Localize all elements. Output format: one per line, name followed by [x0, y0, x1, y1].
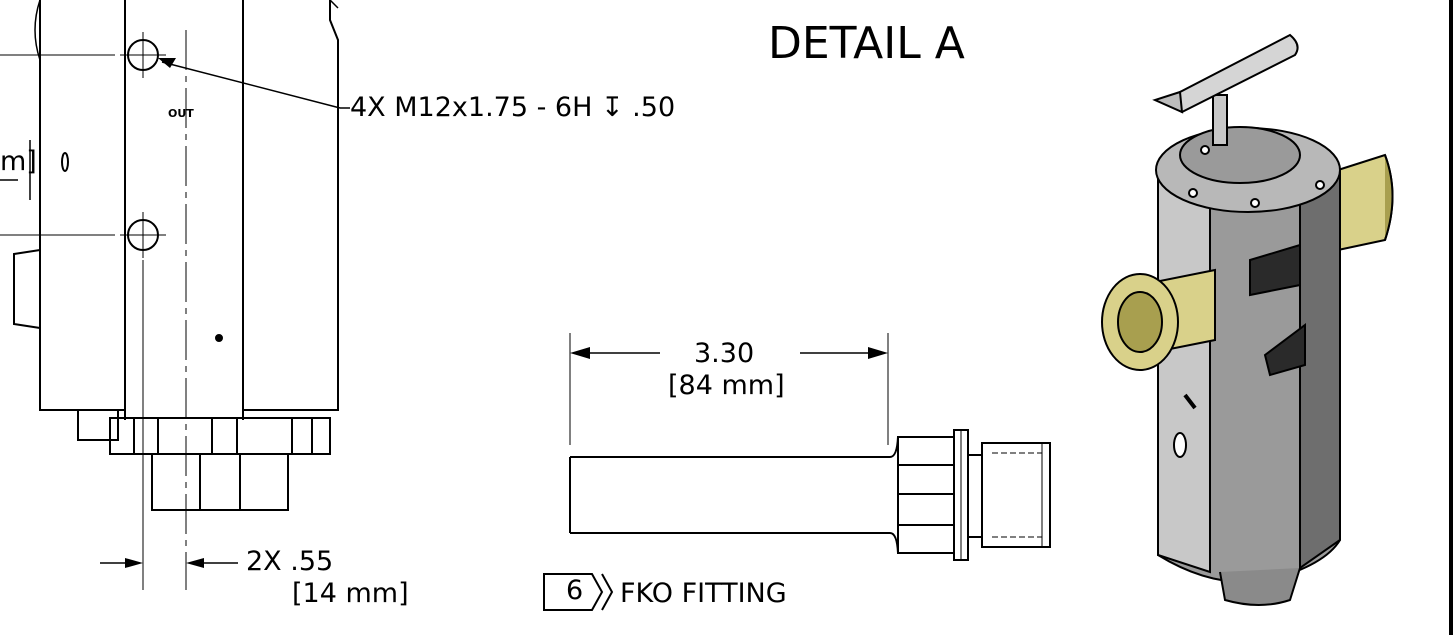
mounting-holes [61, 32, 223, 342]
centerlines [0, 30, 187, 590]
item-balloon-number: 6 [566, 575, 584, 606]
fko-fitting-view [569, 333, 1051, 561]
thread-callout-leader [158, 58, 350, 109]
spacing-dimension-line2: [14 mm] [292, 578, 409, 609]
port-label: OUT [168, 107, 194, 120]
partial-dimension-text: m] [0, 146, 37, 177]
length-dimension-line1: 3.30 [694, 338, 755, 369]
isometric-valve-view [1101, 33, 1394, 606]
detail-title: DETAIL A [768, 18, 965, 69]
valve-body-side-view [13, 0, 339, 420]
item-balloon [543, 573, 604, 611]
bottom-fitting-stack [77, 409, 331, 511]
thread-callout: 4X M12x1.75 - 6H ↧ .50 [350, 92, 676, 123]
length-dimension-line2: [84 mm] [668, 370, 785, 401]
spacing-dimension-graphics [100, 558, 238, 568]
spacing-dimension-line1: 2X .55 [246, 546, 334, 577]
fitting-label: FKO FITTING [620, 578, 787, 609]
